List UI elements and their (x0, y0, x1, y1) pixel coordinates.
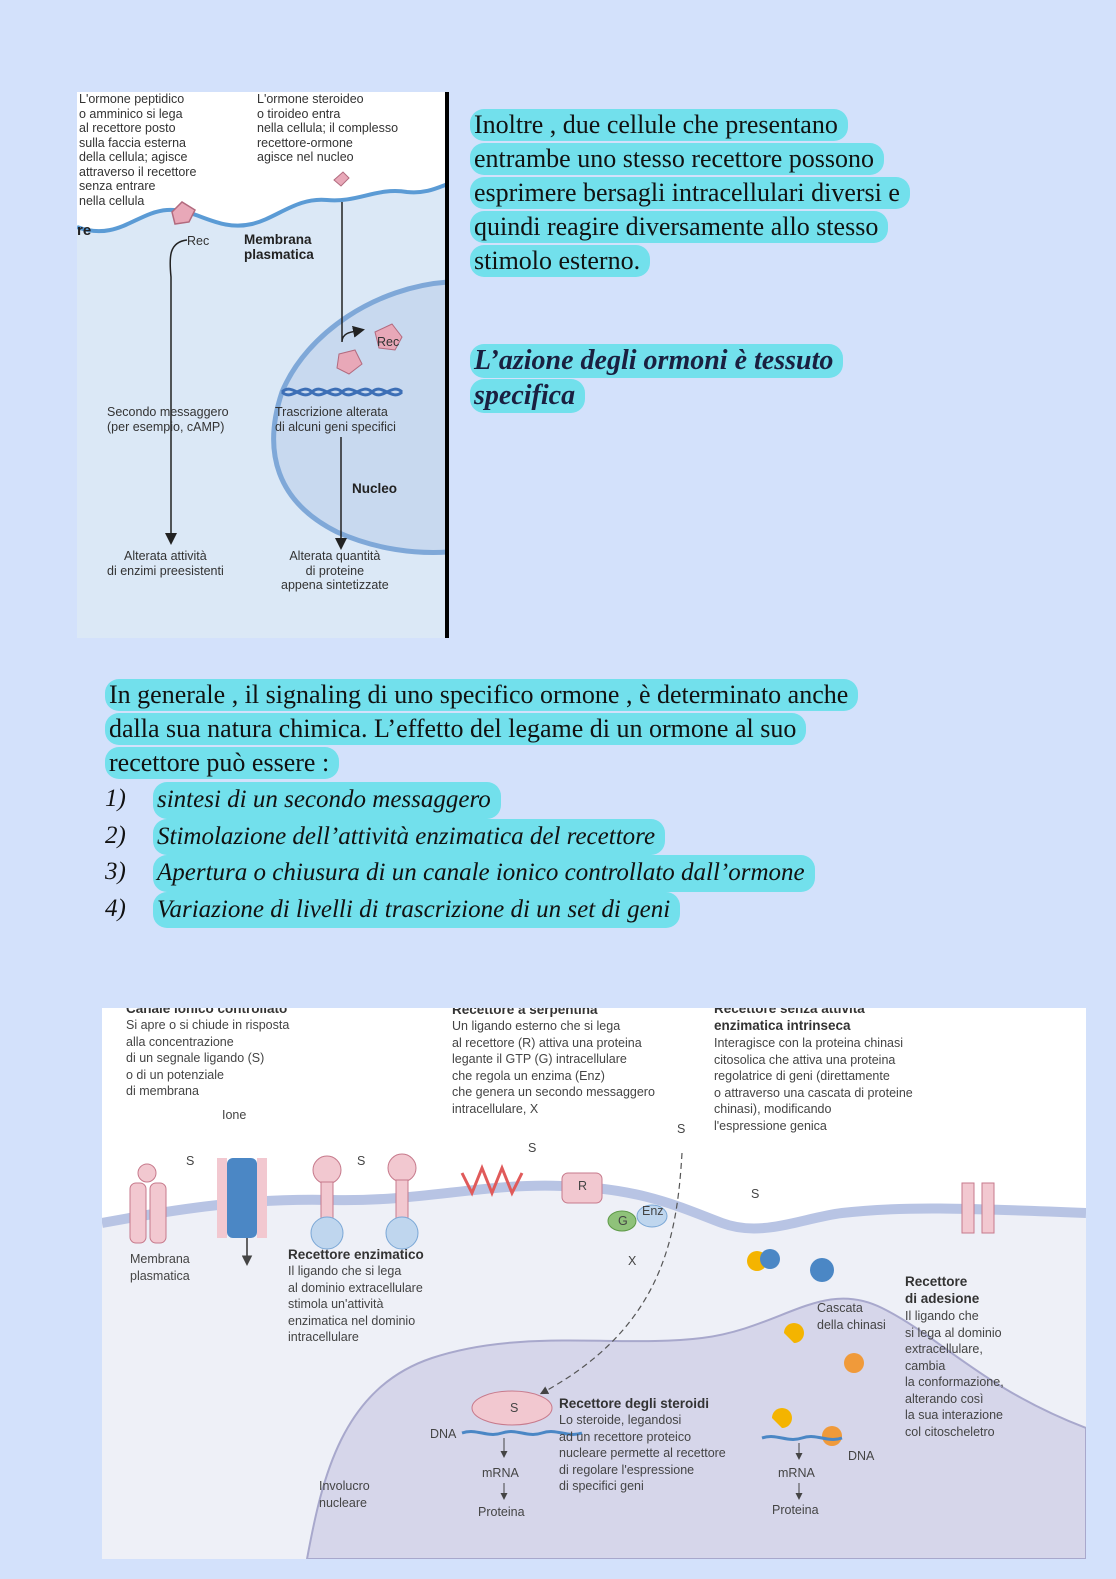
peptide-hormone-label: L'ormone peptidico o amminico si lega al… (79, 92, 196, 208)
mrna-label-left: mRNA (482, 1465, 519, 1482)
ligand-s-label: S (510, 1400, 518, 1417)
hormone-action-figure: L'ormone peptidico o amminico si lega al… (77, 92, 448, 638)
enzyme-receptor-inactive (313, 1156, 341, 1184)
enzymatic-receptor-desc: Il ligando che si lega al dominio extrac… (288, 1263, 423, 1346)
membrane-label: Membrana plasmatica (244, 233, 314, 262)
receptor-r-label: R (578, 1178, 587, 1195)
no-enzyme-receptor-desc: Interagisce con la proteina chinasi cito… (714, 1035, 913, 1134)
serpentine-receptor-desc: Un ligando esterno che si lega al recett… (452, 1018, 655, 1117)
main-paragraph: In generale , il signaling di uno specif… (105, 678, 1005, 780)
steroid-receptor-title: Recettore degli steroidi (559, 1396, 709, 1413)
list-text: Stimolazione dell’attività enzimatica de… (153, 819, 665, 856)
enzymatic-receptor-title: Recettore enzimatico (288, 1247, 424, 1264)
steroid-hormone-shape (334, 172, 349, 186)
list-number: 4) (105, 892, 153, 929)
ligand-s-label: S (357, 1153, 365, 1170)
mrna-label-right: mRNA (778, 1465, 815, 1482)
nucleus-label: Nucleo (352, 482, 397, 497)
rec-label: Rec (187, 234, 209, 249)
adhesion-receptor-title: Recettore di adesione (905, 1274, 979, 1307)
ligand-s-label: S (751, 1186, 759, 1203)
paragraph-line: entrambe uno stesso recettore possono (470, 143, 884, 175)
heading-line: specifica (470, 379, 585, 413)
rec-nuclear-label: Rec (377, 335, 399, 350)
steroid-receptor-desc: Lo steroide, legandosi ad un recettore p… (559, 1412, 726, 1495)
list-number: 3) (105, 855, 153, 892)
heading-line: L’azione degli ormoni è tessuto (470, 344, 843, 378)
dna-helix-icon (282, 389, 402, 395)
dna-label-left: DNA (430, 1426, 456, 1443)
paragraph-line: dalla sua natura chimica. L’effetto del … (105, 713, 806, 745)
transcription-label: Trascrizione alterata di alcuni geni spe… (275, 405, 396, 434)
edge-fragment-label: re (77, 224, 91, 239)
enzyme-label: Enz (642, 1203, 664, 1220)
steroid-hormone-label: L'ormone steroideo o tiroideo entra nell… (257, 92, 398, 165)
ligand-s-label: S (528, 1140, 536, 1157)
dna-label-right: DNA (848, 1448, 874, 1465)
ligand-s-label: S (186, 1153, 194, 1170)
no-enzyme-receptor-title: Recettore senza attività enzimatica intr… (714, 1008, 865, 1034)
adhesion-receptor-desc: Il ligando che si lega al dominio extrac… (905, 1308, 1004, 1440)
list-item: 2)Stimolazione dell’attività enzimatica … (105, 819, 1005, 856)
list-text: sintesi di un secondo messaggero (153, 782, 501, 819)
paragraph-line: esprimere bersagli intracellulari divers… (470, 177, 910, 209)
list-text: Apertura o chiusura di un canale ionico … (153, 855, 815, 892)
paragraph-line: stimolo esterno. (470, 245, 650, 277)
closed-channel-shape (138, 1164, 156, 1182)
proteins-label: Alterata quantità di proteine appena sin… (281, 549, 389, 593)
second-messenger-label: Secondo messaggero (per esempio, cAMP) (107, 405, 229, 434)
list-number: 2) (105, 819, 153, 856)
g-protein-label: G (618, 1213, 628, 1230)
list-number: 1) (105, 782, 153, 819)
effects-list: 1)sintesi di un secondo messaggero 2)Sti… (105, 782, 1005, 928)
right-paragraph: Inoltre , due cellule che presentano ent… (470, 108, 1010, 278)
section-heading: L’azione degli ormoni è tessuto specific… (470, 343, 940, 413)
ion-label: Ione (222, 1107, 246, 1124)
list-item: 1)sintesi di un secondo messaggero (105, 782, 1005, 819)
protein-label-right: Proteina (772, 1502, 819, 1519)
ion-channel-shape (217, 1158, 267, 1238)
paragraph-line: recettore può essere : (105, 747, 339, 779)
ion-channel-desc: Si apre o si chiude in risposta alla con… (126, 1017, 289, 1100)
paragraph-line: In generale , il signaling di uno specif… (105, 679, 858, 711)
receptor-types-figure: Canale ionico controllato Si apre o si c… (102, 1008, 1086, 1559)
ligand-s-label: S (677, 1121, 685, 1138)
enzymes-label: Alterata attività di enzimi preesistenti (107, 549, 224, 578)
membrane-label: Membrana plasmatica (130, 1251, 190, 1284)
figure-divider (445, 92, 449, 638)
second-messenger-x-label: X (628, 1253, 636, 1270)
protein-label-left: Proteina (478, 1504, 525, 1521)
nuclear-envelope-label: Involucro nucleare (319, 1478, 370, 1511)
paragraph-line: Inoltre , due cellule che presentano (470, 109, 848, 141)
list-text: Variazione di livelli di trascrizione di… (153, 892, 680, 929)
serpentine-receptor-title: Recettore a serpentina (452, 1008, 598, 1019)
enzyme-receptor-active (388, 1154, 416, 1182)
list-item: 4)Variazione di livelli di trascrizione … (105, 892, 1005, 929)
list-item: 3)Apertura o chiusura di un canale ionic… (105, 855, 1005, 892)
serpentine-receptor-shape (462, 1168, 522, 1193)
paragraph-line: quindi reagire diversamente allo stesso (470, 211, 888, 243)
kinase-cascade-label: Cascata della chinasi (817, 1300, 886, 1333)
